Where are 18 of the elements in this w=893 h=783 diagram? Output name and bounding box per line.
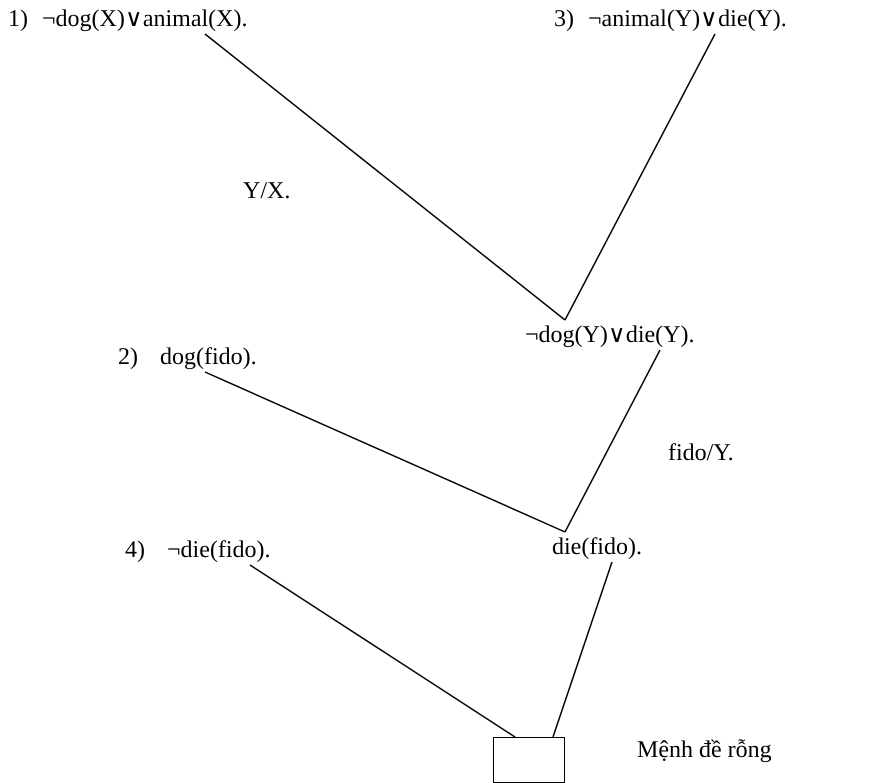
clause-number: 1) [8, 5, 28, 34]
connector-line [204, 33, 566, 321]
connector-line [204, 371, 566, 533]
connector-line [250, 564, 516, 738]
clause-text: dog(fido). [160, 343, 257, 372]
clause-text: ¬die(fido). [167, 536, 270, 565]
clause-text: ¬dog(X)∨animal(X). [42, 5, 248, 34]
node-caption: Mệnh đề rỗng [637, 736, 772, 765]
empty-clause-box [493, 737, 565, 783]
clause-text: die(fido). [552, 533, 642, 562]
connector-line [552, 562, 613, 738]
clause-text: ¬dog(Y)∨die(Y). [525, 321, 694, 350]
connector-line [564, 350, 661, 532]
clause-number: 2) [118, 343, 138, 372]
connector-line [564, 34, 716, 320]
clause-number: 3) [554, 5, 574, 34]
clause-number: 4) [125, 536, 145, 565]
clause-text: ¬animal(Y)∨die(Y). [588, 5, 787, 34]
